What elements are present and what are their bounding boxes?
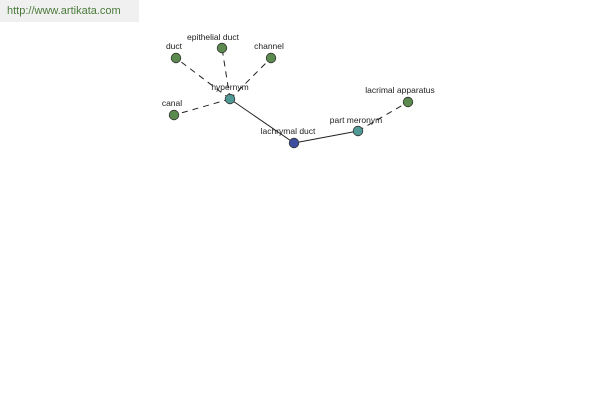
node-label-part-meronym: part meronym	[330, 115, 382, 125]
node-marker-lacrimal-apparatus[interactable]	[402, 96, 414, 108]
edge-lachrymal-duct-to-part-meronym	[293, 130, 359, 144]
edge-hypernym-to-duct	[175, 57, 231, 100]
site-url[interactable]: http://www.artikata.com	[0, 0, 139, 22]
node-canal[interactable]: canal	[162, 98, 182, 121]
edge-part-meronym-to-lacrimal-apparatus	[357, 101, 409, 132]
node-label-epithelial-duct[interactable]: epithelial duct	[187, 32, 240, 42]
edge-hypernym-to-epithelial-duct	[221, 47, 231, 100]
node-label-lachrymal-duct[interactable]: lachrymal duct	[261, 126, 316, 136]
node-label-canal[interactable]: canal	[162, 98, 182, 108]
node-marker-hypernym	[224, 93, 236, 105]
edge-hypernym-to-canal	[173, 98, 231, 116]
node-channel[interactable]: channel	[254, 41, 284, 64]
edge-hypernym-to-channel	[229, 57, 272, 100]
node-part-meronym: part meronym	[330, 115, 382, 137]
node-marker-part-meronym	[352, 125, 364, 137]
node-duct[interactable]: duct	[166, 41, 183, 64]
node-marker-duct[interactable]	[170, 52, 182, 64]
node-lacrimal-apparatus[interactable]: lacrimal apparatus	[365, 85, 435, 108]
node-marker-lachrymal-duct[interactable]	[288, 137, 300, 149]
graph-nodes: lachrymal duct hypernym part meronym ductep…	[162, 32, 435, 149]
node-marker-epithelial-duct[interactable]	[216, 42, 228, 54]
node-marker-canal[interactable]	[168, 109, 180, 121]
node-marker-channel[interactable]	[265, 52, 277, 64]
node-hypernym: hypernym	[211, 82, 249, 105]
node-label-hypernym: hypernym	[211, 82, 248, 92]
edge-lachrymal-duct-to-hypernym	[229, 98, 295, 144]
node-label-duct[interactable]: duct	[166, 41, 183, 51]
node-label-lacrimal-apparatus[interactable]: lacrimal apparatus	[365, 85, 434, 95]
node-label-channel[interactable]: channel	[254, 41, 284, 51]
node-lachrymal-duct[interactable]: lachrymal duct	[261, 126, 316, 149]
node-epithelial-duct[interactable]: epithelial duct	[187, 32, 240, 54]
graph-edges	[173, 47, 409, 144]
